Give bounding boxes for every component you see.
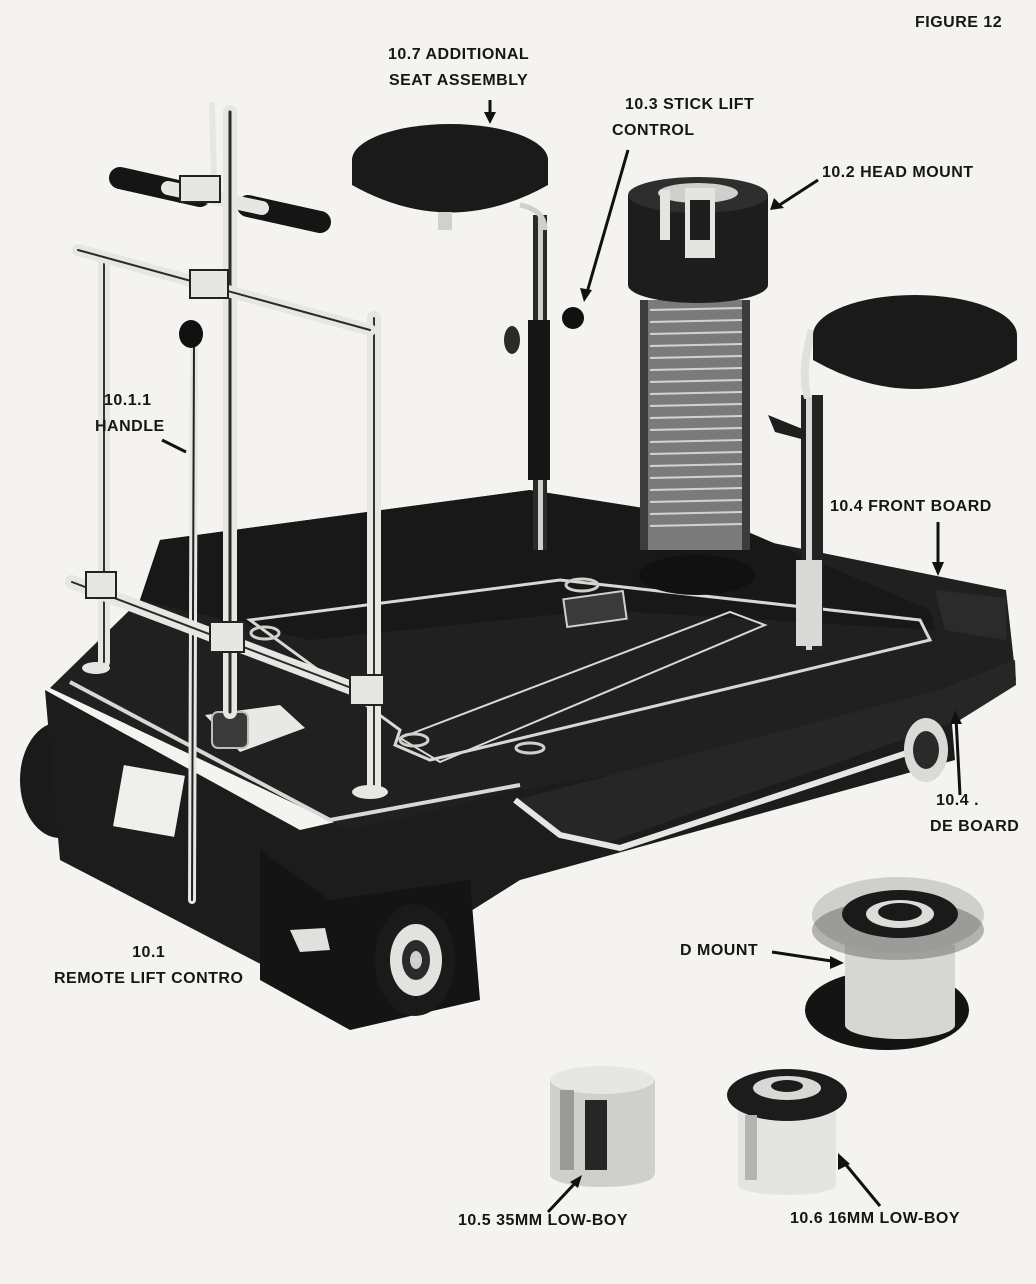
label-front-board: 10.4 FRONT BOARD bbox=[830, 498, 992, 515]
dolly-chassis bbox=[20, 490, 1016, 1030]
label-remote-lift-control: 10.1 REMOTE LIFT CONTRO bbox=[54, 944, 244, 987]
label-head-mount: 10.2 HEAD MOUNT bbox=[822, 164, 974, 181]
label-head-mount-accessory: D MOUNT bbox=[680, 942, 759, 959]
seat-assembly-front bbox=[768, 295, 1017, 650]
seat-assembly-rear bbox=[352, 124, 584, 550]
head-mount-column bbox=[628, 177, 768, 595]
handle-frame bbox=[65, 102, 388, 904]
label-stick-lift-control: 10.3 STICK LIFT CONTROL bbox=[612, 96, 755, 139]
lowboy-16mm bbox=[727, 1069, 847, 1195]
head-mount-accessory bbox=[805, 877, 984, 1050]
leader-arrows bbox=[161, 100, 962, 1214]
label-lowboy-16mm: 10.6 16MM LOW-BOY bbox=[790, 1210, 960, 1227]
lowboy-35mm bbox=[550, 1066, 655, 1187]
label-lowboy-35mm: 10.5 35MM LOW-BOY bbox=[458, 1212, 628, 1229]
label-side-board: 10.4 . DE BOARD bbox=[930, 792, 1020, 835]
figure-number: FIGURE 12 bbox=[915, 14, 1003, 31]
label-seat-assembly: 10.7 ADDITIONAL SEAT ASSEMBLY bbox=[388, 46, 530, 89]
label-handle: 10.1.1 HANDLE bbox=[95, 392, 165, 435]
